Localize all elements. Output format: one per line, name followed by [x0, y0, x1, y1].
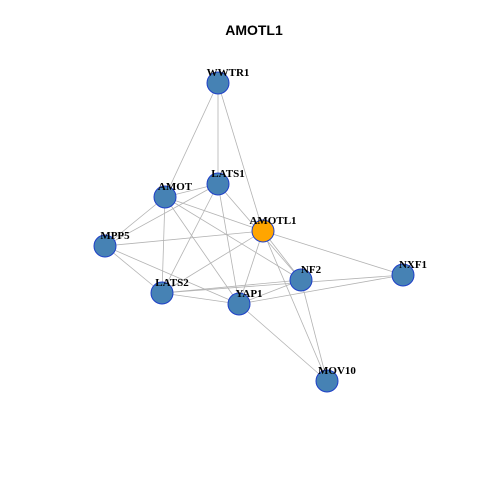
edge-lats2-yap1	[161, 292, 240, 305]
node-circle-nf2	[289, 268, 313, 292]
edge-lats1-yap1	[217, 183, 240, 305]
node-circle-lats2	[150, 281, 174, 305]
edge-lats1-mpp5	[104, 183, 219, 247]
edge-amotl1-yap1	[238, 230, 264, 305]
edge-wwtr1-amot	[164, 82, 219, 198]
edge-lats2-nf2	[161, 279, 302, 294]
edge-amotl1-lats2	[161, 230, 264, 294]
graph-title: AMOTL1	[225, 22, 283, 38]
edge-amot-amotl1	[164, 196, 264, 232]
edges-layer	[104, 82, 404, 382]
node-wwtr1: WWTR1	[206, 67, 250, 95]
edge-amotl1-mov10	[262, 230, 328, 382]
edge-mpp5-yap1	[104, 245, 240, 305]
edge-nf2-mov10	[300, 279, 328, 382]
edge-yap1-mov10	[238, 303, 328, 382]
node-amot: AMOT	[153, 181, 193, 209]
edge-wwtr1-amotl1	[217, 82, 264, 232]
edge-lats2-nxf1	[161, 274, 404, 294]
node-label-nxf1: NXF1	[399, 259, 427, 271]
node-label-mov10: MOV10	[318, 365, 356, 377]
node-label-wwtr1: WWTR1	[207, 67, 250, 79]
edge-amotl1-mpp5	[104, 230, 264, 247]
edge-amot-mpp5	[104, 196, 166, 247]
edge-mpp5-lats2	[104, 245, 163, 294]
node-circle-wwtr1	[206, 71, 230, 95]
node-circle-amotl1	[251, 219, 275, 243]
node-label-nf2: NF2	[301, 264, 322, 276]
node-label-amotl1: AMOTL1	[249, 215, 296, 227]
node-nf2: NF2	[289, 264, 322, 292]
edge-yap1-nxf1	[238, 274, 404, 305]
node-circle-nxf1	[391, 263, 415, 287]
edge-amot-yap1	[164, 196, 240, 305]
edge-amotl1-nxf1	[262, 230, 404, 276]
node-nxf1: NXF1	[391, 259, 427, 287]
node-label-yap1: YAP1	[235, 288, 262, 300]
node-circle-mpp5	[93, 234, 117, 258]
node-amotl1: AMOTL1	[249, 215, 297, 243]
node-lats1: LATS1	[206, 168, 245, 196]
edge-amot-lats2	[161, 196, 166, 294]
node-mpp5: MPP5	[93, 230, 130, 258]
node-label-lats1: LATS1	[211, 168, 244, 180]
node-label-lats2: LATS2	[155, 277, 189, 289]
node-circle-yap1	[227, 292, 251, 316]
node-label-mpp5: MPP5	[100, 230, 130, 242]
node-mov10: MOV10	[315, 365, 356, 393]
node-yap1: YAP1	[227, 288, 263, 316]
node-label-amot: AMOT	[158, 181, 193, 193]
node-circle-amot	[153, 185, 177, 209]
node-lats2: LATS2	[150, 277, 189, 305]
node-circle-mov10	[315, 369, 339, 393]
node-circle-lats1	[206, 172, 230, 196]
